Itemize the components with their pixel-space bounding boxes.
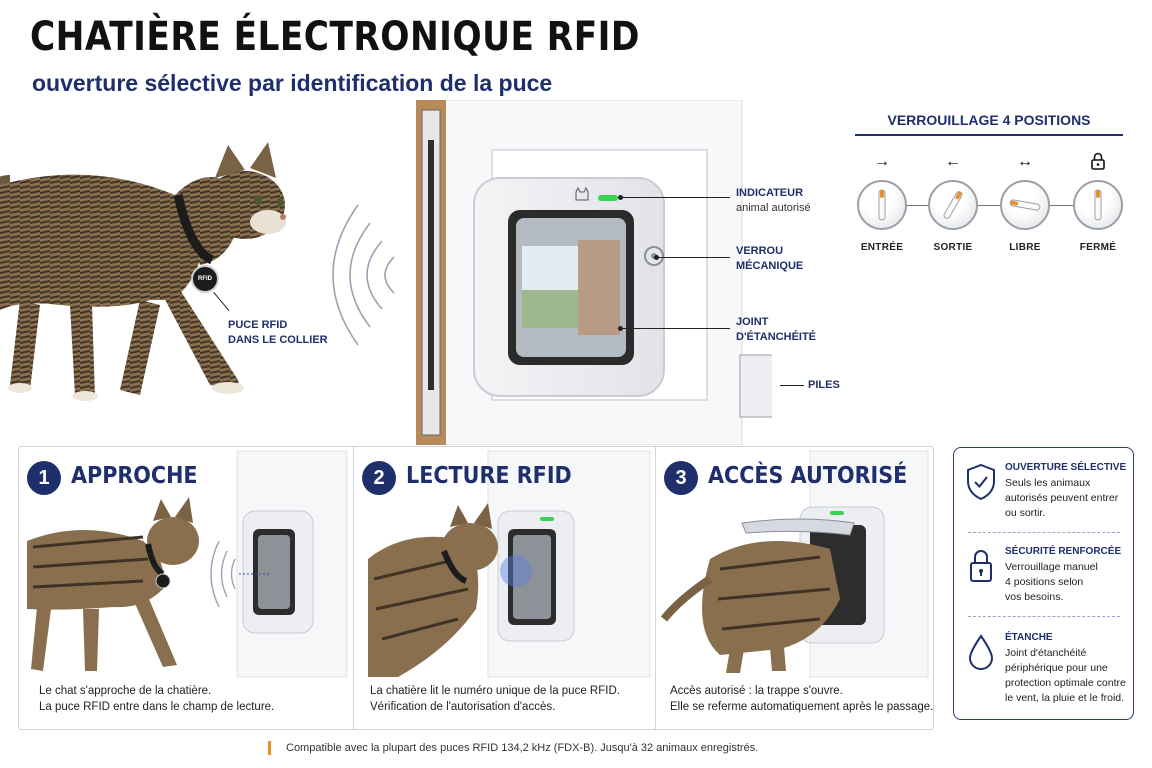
indicator-callout-title: INDICATEUR [736, 187, 804, 199]
arrow-right-icon: → [874, 153, 890, 170]
padlock-icon [970, 550, 992, 582]
cat-flap-door-illustration [416, 100, 772, 445]
hero-cat-illustration [0, 142, 286, 401]
feature-title: OUVERTURE SÉLECTIVE [1005, 462, 1127, 473]
locking-title: VERROUILLAGE 4 POSITIONS [887, 112, 1091, 128]
feature-line: autorisés peuvent entrer [1005, 492, 1119, 504]
water-drop-icon [968, 634, 994, 670]
step-number-badge: 3 [664, 461, 698, 495]
step-description-line: Vérification de l'autorisation d'accès. [370, 701, 556, 713]
lock-dial-entry [857, 180, 907, 230]
lock-dial-free [1000, 180, 1050, 230]
page-subtitle: ouverture sélective par identification d… [32, 70, 553, 96]
feature-line: périphérique pour une [1005, 662, 1108, 674]
step-title: LECTURE RFID [406, 463, 572, 489]
step-approach: 1 APPROCHE Le chat s'approche de la chat… [19, 447, 353, 729]
step-description-line: Le chat s'approche de la chatière. [39, 685, 212, 697]
feature-title: SÉCURITÉ RENFORCÉE [1005, 546, 1122, 557]
lock-mode-label: LIBRE [1009, 242, 1041, 253]
page-title: CHATIÈRE ÉLECTRONIQUE RFID [30, 14, 640, 60]
padlock-icon [1063, 152, 1133, 172]
seal-leader-line [622, 328, 730, 329]
lock-callout: VERROU MÉCANIQUE [736, 244, 803, 274]
footer-accent-bar [268, 741, 271, 755]
lock-leader-dot [654, 255, 659, 260]
step-rfid-reading: 2 LECTURE RFID La chatière lit le numéro… [353, 447, 655, 729]
lock-mode-free: ↔ LIBRE [990, 152, 1060, 253]
step-number-badge: 2 [362, 461, 396, 495]
lock-dial-closed [1073, 180, 1123, 230]
locking-title-rule [855, 134, 1123, 136]
step-title: ACCÈS AUTORISÉ [708, 463, 908, 489]
step-access-granted: 3 ACCÈS AUTORISÉ Accès autorisé : la tra… [655, 447, 933, 729]
step-description-line: Accès autorisé : la trappe s'ouvre. [670, 685, 843, 697]
lock-mode-label: FERMÉ [1079, 242, 1117, 253]
feature-line: protection optimale contre [1005, 677, 1126, 689]
feature-divider [968, 616, 1120, 617]
indicator-leader-line [622, 197, 730, 198]
arrow-left-icon: ← [945, 153, 961, 170]
step-description-line: Elle se referme automatiquement après le… [670, 701, 934, 713]
lock-mode-label: SORTIE [933, 242, 973, 253]
collar-callout-line2: DANS LE COLLIER [228, 334, 328, 346]
lock-callout-line2: MÉCANIQUE [736, 260, 804, 272]
lock-mode-entry: → ENTRÉE [847, 152, 917, 253]
indicator-callout-sub: animal autorisé [736, 202, 811, 214]
feature-title: ÉTANCHE [1005, 632, 1053, 643]
step-description-line: La puce RFID entre dans le champ de lect… [39, 701, 275, 713]
lock-callout-line1: VERROU [736, 245, 784, 257]
lock-mode-label: ENTRÉE [860, 242, 904, 253]
collar-callout-line1: PUCE RFID [228, 319, 288, 331]
seal-callout: JOINT D'ÉTANCHÉITÉ [736, 315, 816, 345]
feature-line: le vent, la pluie et le froid. [1005, 692, 1125, 704]
seal-callout-line1: JOINT [736, 316, 769, 328]
indicator-leader-dot [618, 195, 623, 200]
feature-line: 4 positions selon [1005, 576, 1084, 588]
step-description: La chatière lit le numéro unique de la p… [370, 683, 620, 715]
seal-callout-line2: D'ÉTANCHÉITÉ [736, 331, 817, 343]
feature-line: Joint d'étanchéité [1005, 647, 1087, 659]
lock-leader-line [658, 257, 730, 258]
step-access-illustration [660, 450, 929, 678]
collar-callout: PUCE RFID DANS LE COLLIER [228, 318, 328, 348]
steps-panel: 1 APPROCHE Le chat s'approche de la chat… [18, 446, 934, 730]
lock-mode-closed: FERMÉ [1063, 152, 1133, 253]
step-title: APPROCHE [71, 463, 198, 489]
feature-text: Seuls les animaux autorisés peuvent entr… [1005, 476, 1118, 521]
feature-line: Verrouillage manuel [1005, 561, 1098, 573]
shield-check-icon [967, 463, 995, 501]
battery-leader-line [780, 385, 804, 386]
battery-callout: PILES [808, 379, 840, 391]
step-description-line: La chatière lit le numéro unique de la p… [370, 685, 620, 697]
footer-note: Compatible avec la plupart des puces RFI… [286, 742, 759, 754]
step-number-badge: 1 [27, 461, 61, 495]
lock-dial-exit [928, 180, 978, 230]
step-approach-illustration [27, 450, 348, 678]
feature-divider [968, 532, 1120, 533]
feature-line: ou sortir. [1005, 507, 1046, 519]
seal-leader-dot [618, 326, 623, 331]
features-panel: OUVERTURE SÉLECTIVE Seuls les animaux au… [953, 447, 1134, 720]
indicator-callout: INDICATEUR animal autorisé [736, 186, 811, 216]
rfid-tag-badge: RFID [191, 265, 219, 293]
feature-text: Joint d'étanchéité périphérique pour une… [1005, 646, 1126, 706]
step-description: Le chat s'approche de la chatière. La pu… [39, 683, 274, 715]
step-description: Accès autorisé : la trappe s'ouvre. Elle… [670, 683, 933, 715]
step-reading-illustration [368, 450, 651, 678]
feature-line: vos besoins. [1005, 591, 1064, 603]
feature-line: Seuls les animaux [1005, 477, 1091, 489]
feature-text: Verrouillage manuel 4 positions selon vo… [1005, 560, 1098, 605]
locking-connector-line [880, 205, 1100, 206]
arrow-both-icon: ↔ [1017, 153, 1033, 170]
lock-mode-exit: ← SORTIE [918, 152, 988, 253]
rfid-waves-icon [332, 204, 395, 346]
